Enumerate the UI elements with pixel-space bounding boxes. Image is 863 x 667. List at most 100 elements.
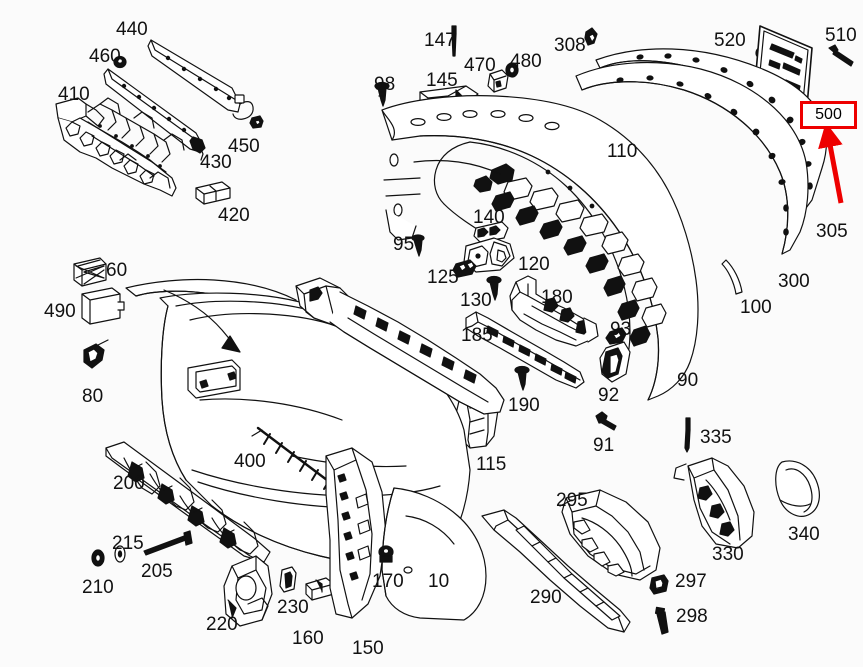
- part-80-clip: [83, 339, 109, 369]
- part-93-clip: [605, 327, 627, 345]
- part-number-label-480: 480: [510, 51, 542, 72]
- part-number-label-98: 98: [374, 74, 396, 95]
- highlighted-part-callout-500[interactable]: 500: [800, 101, 857, 129]
- part-number-label-110: 110: [607, 141, 638, 162]
- part-430-strip: [103, 68, 206, 161]
- part-number-label-93: 93: [610, 319, 632, 340]
- part-100-trim: [721, 259, 743, 295]
- part-98-rivet: [374, 81, 390, 107]
- part-205-bolt: [143, 530, 193, 556]
- part-480-nut: [505, 62, 519, 78]
- part-number-label-460: 460: [89, 46, 121, 67]
- part-190-rivet: [514, 365, 530, 391]
- part-210-washer: [91, 549, 105, 567]
- part-number-label-185: 185: [461, 325, 493, 346]
- part-number-label-92: 92: [598, 385, 620, 406]
- part-number-label-305: 305: [816, 221, 848, 242]
- part-215-washer: [114, 545, 126, 563]
- part-number-label-120: 120: [518, 254, 550, 275]
- part-number-label-330: 330: [712, 544, 744, 565]
- assembly-arrow-left: [163, 289, 241, 353]
- part-number-label-91: 91: [593, 435, 615, 456]
- part-number-label-297: 297: [675, 571, 707, 592]
- part-180-bracket: [509, 275, 599, 347]
- part-308-clip: [584, 27, 598, 46]
- part-335-screw: [684, 417, 691, 453]
- part-170-rivet: [378, 545, 394, 563]
- part-carrier-center: [295, 277, 505, 415]
- part-150-bracket: [325, 447, 387, 619]
- part-450-clip: [249, 115, 264, 129]
- part-number-label-125: 125: [427, 267, 459, 288]
- part-number-label-147: 147: [424, 30, 456, 51]
- part-125-clip: [452, 259, 477, 278]
- part-460-clip: [113, 55, 127, 69]
- part-470-clip: [487, 69, 509, 93]
- part-297-nut: [649, 574, 669, 595]
- part-number-label-400: 400: [234, 451, 266, 472]
- part-185-absorber: [465, 311, 585, 389]
- part-95-rivet: [411, 234, 425, 257]
- part-160-block: [305, 577, 335, 601]
- part-number-label-290: 290: [530, 587, 562, 608]
- part-60-clip: [73, 257, 107, 287]
- part-number-label-470: 470: [464, 55, 496, 76]
- part-number-label-335: 335: [700, 427, 732, 448]
- part-420-block: [195, 181, 231, 205]
- part-510-screw: [828, 44, 854, 67]
- part-number-label-190: 190: [508, 395, 540, 416]
- part-number-label-510: 510: [825, 25, 857, 46]
- part-number-label-230: 230: [277, 597, 309, 618]
- part-147-screw: [451, 25, 457, 57]
- part-number-label-60: 60: [106, 260, 128, 281]
- part-410-bracket: [55, 97, 185, 197]
- part-number-label-90: 90: [677, 370, 699, 391]
- part-10-side-panel: [381, 487, 487, 621]
- part-number-label-430: 430: [200, 152, 232, 173]
- part-140-bracket: [473, 221, 509, 243]
- part-number-label-10: 10: [428, 571, 450, 592]
- part-91-screw: [595, 411, 617, 431]
- part-90-bumper-cover: [381, 95, 699, 401]
- part-number-label-130: 130: [460, 290, 492, 311]
- part-340-cover: [775, 460, 820, 517]
- part-300-trim-strip: [575, 61, 809, 255]
- part-number-label-220: 220: [206, 614, 238, 635]
- callout-500-number: 500: [815, 106, 842, 123]
- part-295-diffuser: [559, 489, 661, 581]
- part-number-label-160: 160: [292, 628, 324, 649]
- part-number-label-140: 140: [473, 207, 505, 228]
- part-number-label-440: 440: [116, 19, 148, 40]
- part-number-label-100: 100: [740, 297, 772, 318]
- part-number-label-215: 215: [112, 533, 144, 554]
- part-number-label-95: 95: [393, 234, 415, 255]
- part-92-bracket: [599, 341, 631, 383]
- part-number-label-450: 450: [228, 136, 260, 157]
- part-490-cover: [81, 287, 125, 325]
- part-number-label-205: 205: [141, 561, 173, 582]
- part-number-label-410: 410: [58, 84, 90, 105]
- part-130-rivet: [486, 275, 502, 301]
- part-number-label-420: 420: [218, 205, 250, 226]
- part-number-label-300: 300: [778, 271, 810, 292]
- part-298-bolt: [654, 606, 669, 635]
- part-220-bracket: [223, 555, 273, 627]
- part-number-label-298: 298: [676, 606, 708, 627]
- part-number-label-520: 520: [714, 30, 746, 51]
- part-number-label-308: 308: [554, 35, 586, 56]
- part-330-bracket: [673, 457, 755, 549]
- part-number-label-170: 170: [372, 571, 404, 592]
- part-number-label-150: 150: [352, 638, 384, 659]
- part-number-label-180: 180: [541, 287, 573, 308]
- part-number-label-490: 490: [44, 301, 76, 322]
- part-number-label-200: 200: [113, 473, 145, 494]
- part-number-label-145: 145: [426, 70, 458, 91]
- part-290-diffuser-trim: [481, 509, 631, 633]
- part-230-clip: [279, 566, 297, 593]
- part-number-label-295: 295: [556, 490, 588, 511]
- part-number-label-115: 115: [476, 454, 507, 475]
- part-number-label-210: 210: [82, 577, 114, 598]
- part-200-reinforcement: [105, 441, 271, 563]
